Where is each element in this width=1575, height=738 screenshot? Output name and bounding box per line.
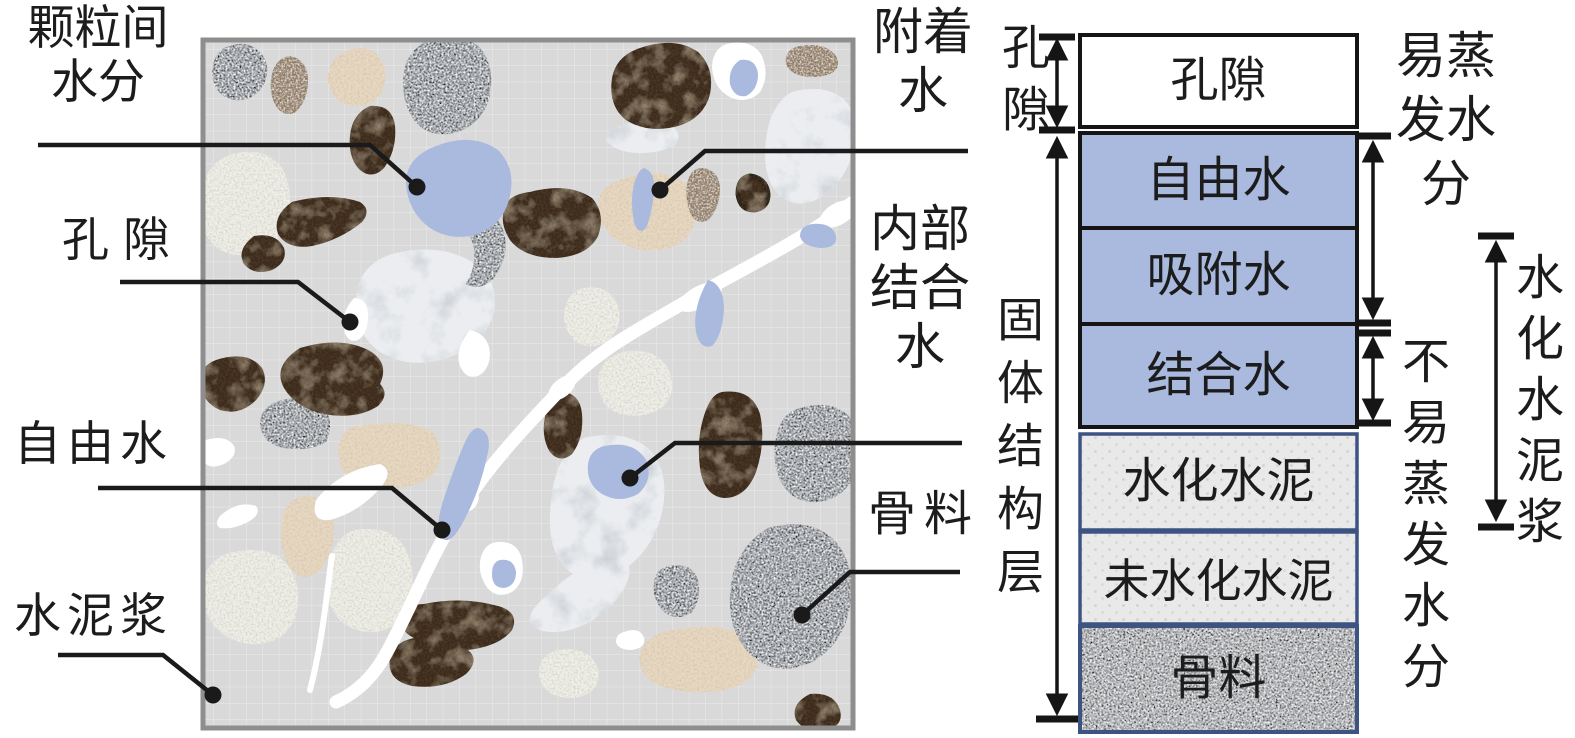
label-line: 结合 [870, 260, 970, 316]
pore-blob [616, 630, 645, 650]
label-line: 水分 [51, 57, 145, 109]
label-evaporable-water: 易蒸 发水 分 [1382, 24, 1510, 216]
bar-label-pore: 孔隙 [1170, 54, 1267, 107]
water-sliver-attached [632, 168, 655, 231]
bar-label-unhydrated-cement: 未水化水泥 [1103, 556, 1334, 607]
water-blob-particle [405, 139, 512, 237]
label-cement-paste: 水泥浆 [14, 591, 173, 643]
pore-blob [203, 438, 235, 467]
granite-aggregate-rocks [212, 40, 853, 669]
label-non-evaporable-water: 不易蒸发水分 [1394, 336, 1447, 702]
crack-thin [307, 553, 335, 693]
dimension-arrows [1036, 33, 1514, 723]
label-line: 发水 [1396, 92, 1496, 148]
label-line: 附着 [873, 4, 973, 60]
bar-layer-adsorbed-water-box [1078, 226, 1359, 326]
composition-bar [1078, 33, 1359, 734]
pore-blob [458, 330, 490, 377]
label-line: 水 [895, 319, 945, 375]
pore-blob [314, 464, 388, 521]
leader-pore [120, 279, 352, 324]
bar-label-hydrated-cement: 水化水泥 [1122, 455, 1315, 508]
bar-label-free-water: 自由水 [1146, 153, 1291, 207]
white-speckled-rocks [203, 151, 673, 698]
leader-cement-paste [58, 652, 215, 697]
bar-layer-free-water-box [1078, 131, 1359, 230]
leader-free-water [98, 485, 444, 532]
bar-label-aggregate: 骨料 [1170, 652, 1267, 705]
label-pore-vertical: 孔隙 [994, 22, 1047, 146]
label-line: 内部 [870, 201, 970, 257]
brown-speckled-rocks [270, 45, 838, 222]
label-particle-water: 颗粒间 水分 [6, 2, 190, 110]
dark-brown-aggregate-rocks [203, 42, 841, 728]
concrete-micrograph [200, 37, 856, 731]
leader-internal-bound [628, 440, 962, 480]
label-line: 颗粒间 [27, 3, 169, 55]
bar-label-adsorbed-water: 吸附水 [1146, 249, 1291, 302]
bar-layer-hydrated-cement-box [1078, 432, 1359, 532]
label-line: 水 [898, 63, 948, 119]
water-regions [405, 59, 837, 588]
label-pore-left: 孔隙 [62, 215, 184, 267]
leader-particle-water [38, 142, 419, 189]
bar-layer-bound-water-box [1078, 322, 1359, 429]
bar-label-bound-water: 结合水 [1146, 348, 1291, 402]
label-free-water: 自由水 [14, 419, 173, 471]
label-line: 分 [1421, 156, 1471, 212]
label-attached-water: 附着 水 [858, 3, 988, 121]
leader-attached-water [658, 148, 968, 192]
label-line: 易蒸 [1396, 28, 1496, 84]
leader-lines [38, 142, 968, 697]
leader-dots [204, 178, 811, 704]
micrograph-border [200, 37, 856, 731]
leader-aggregate [800, 569, 960, 617]
water-streak-free [438, 428, 489, 541]
label-aggregate-mid: 骨料 [867, 488, 980, 541]
bar-layer-aggregate-box [1078, 624, 1359, 734]
bar-layer-aggregate-texture [1081, 627, 1356, 731]
label-internal-bound-water: 内部 结合 水 [854, 200, 986, 377]
label-solid-structure-layer: 固体结构层 [989, 295, 1041, 610]
bar-layer-pore-box [1078, 33, 1359, 129]
pore-blob [217, 504, 258, 529]
bar-layer-unhydrated-cement-box [1078, 530, 1359, 626]
label-hydrated-cement-paste: 水化水泥浆 [1508, 252, 1561, 557]
crack [329, 195, 853, 709]
